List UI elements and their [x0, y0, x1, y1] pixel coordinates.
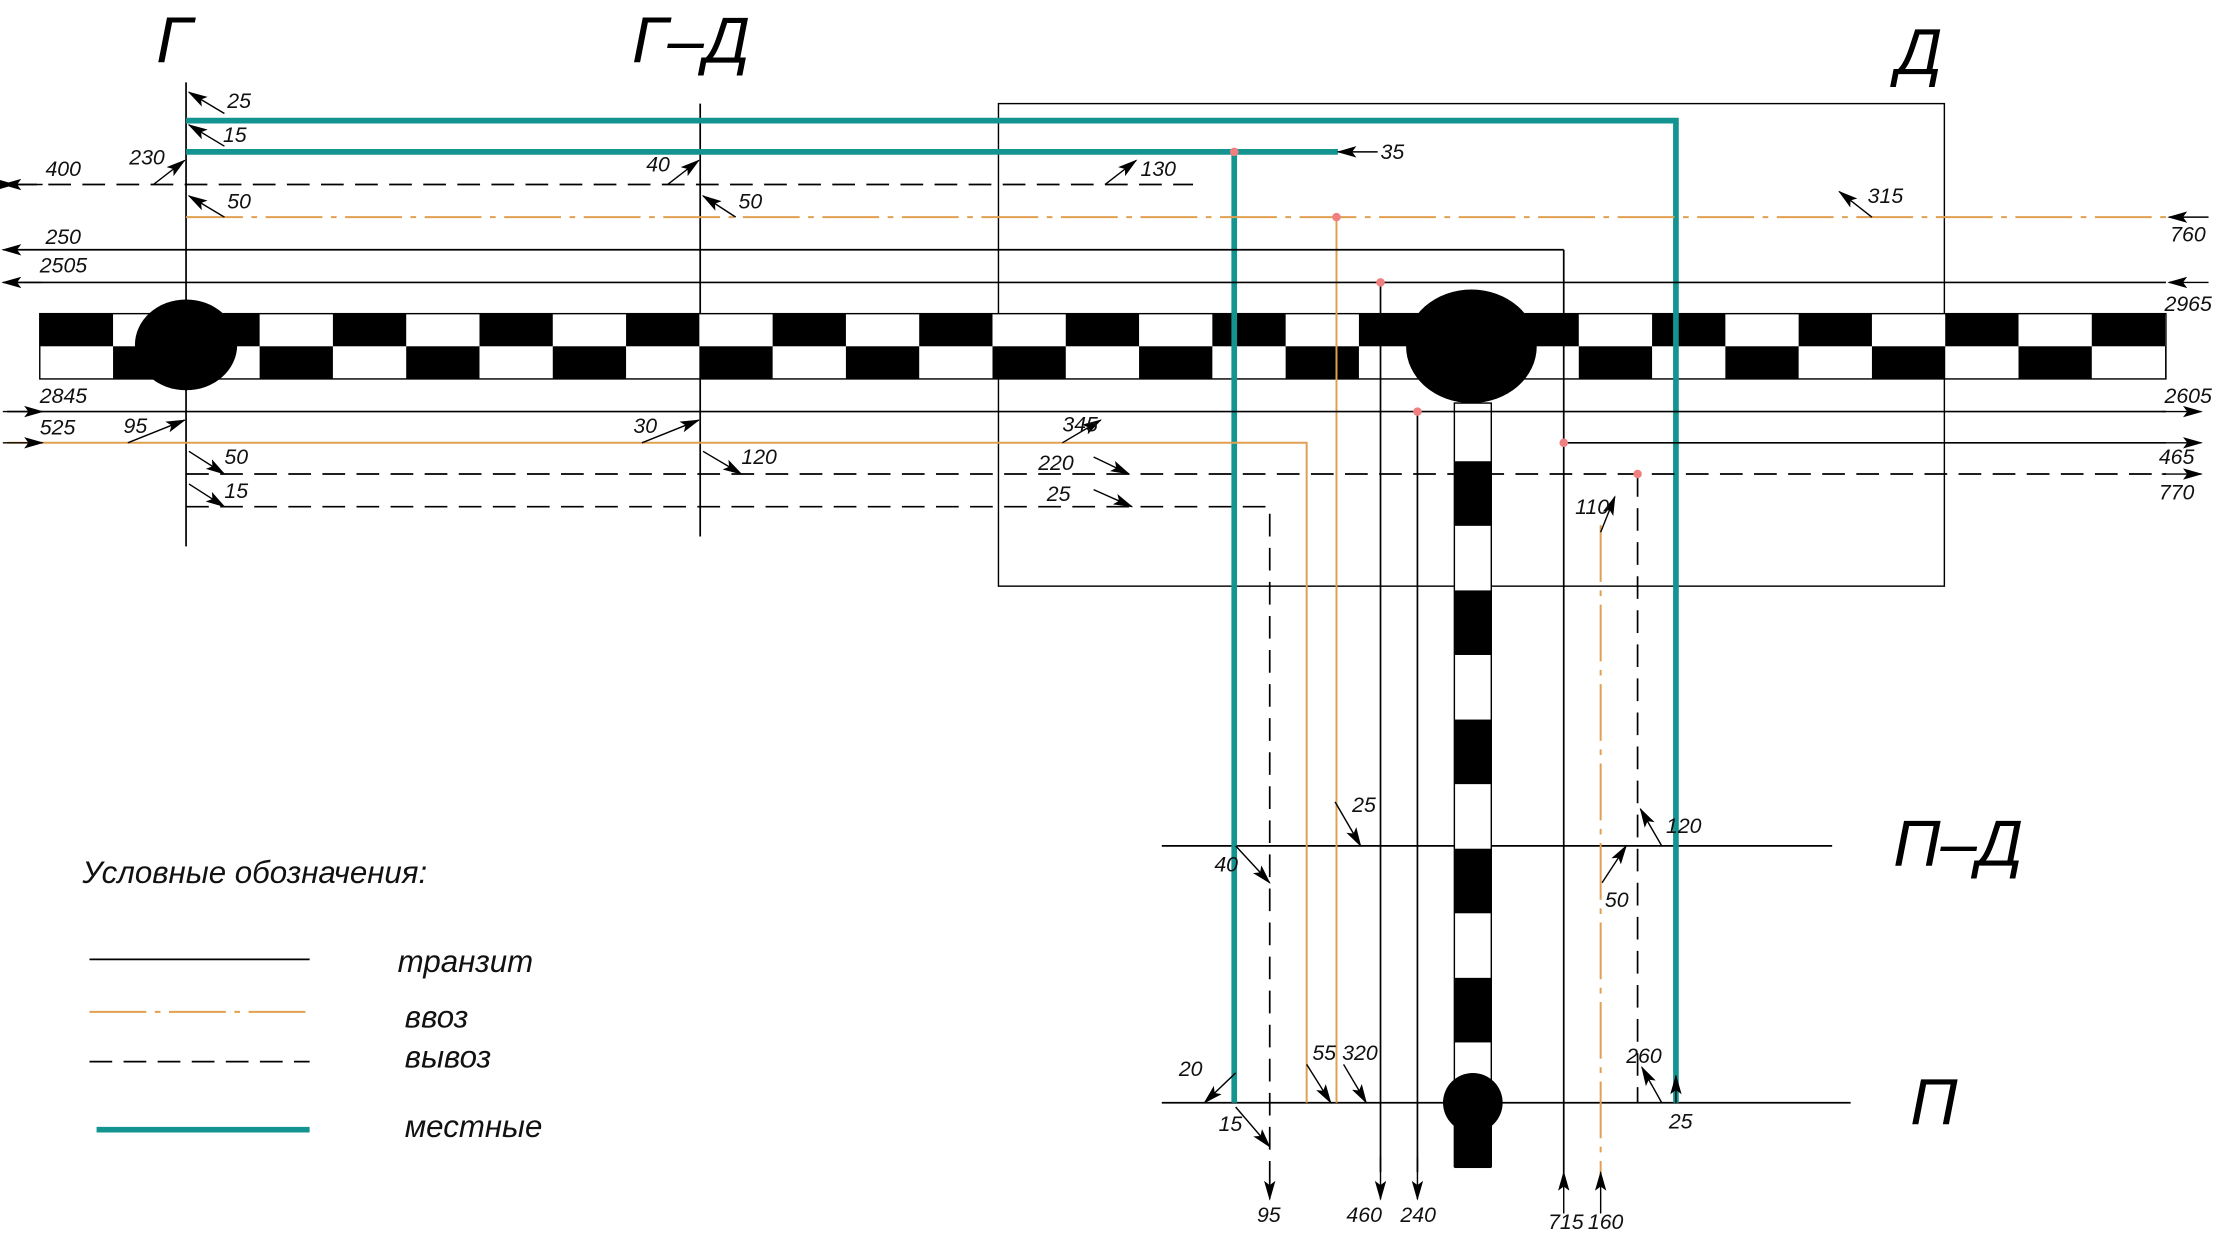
flow-label: 525 — [40, 415, 76, 439]
station-label-p: П — [1910, 1065, 1958, 1138]
flow-label: 400 — [45, 157, 81, 181]
flow-label: 25 — [1351, 793, 1376, 817]
legend-import-label: ввоз — [405, 1000, 468, 1035]
flow-label: 50 — [739, 190, 763, 214]
track-cell — [699, 346, 773, 379]
legend-export-label: вывоз — [405, 1039, 491, 1074]
station-label-g: Г — [156, 3, 196, 76]
legend: Условные обозначения: транзит ввоз вывоз… — [81, 855, 542, 1144]
flow-label: 95 — [1257, 1203, 1281, 1227]
flow-label: 250 — [44, 225, 81, 249]
station-label-pd: П–Д — [1893, 807, 2023, 880]
track-cell — [1454, 461, 1492, 526]
track-cell — [1652, 313, 1726, 347]
track-cell — [552, 346, 627, 379]
flow-label: 40 — [646, 153, 670, 177]
legend-title: Условные обозначения: — [81, 855, 427, 890]
track-cell — [919, 313, 993, 347]
track-cell — [1285, 346, 1359, 379]
track-cell — [1725, 346, 1799, 379]
track-cell — [1065, 313, 1140, 347]
flow-label: 25 — [1668, 1109, 1693, 1133]
flow-label: 460 — [1346, 1203, 1382, 1227]
import-flow-line — [7, 441, 1308, 1103]
track-cell — [332, 313, 407, 347]
flow-label: 230 — [128, 146, 165, 170]
track-cell — [626, 313, 700, 347]
flow-label: 2845 — [39, 384, 88, 408]
flow-label: 2605 — [2164, 384, 2213, 408]
flow-label: 110 — [1575, 495, 1609, 519]
local-flow-line — [186, 117, 1679, 1103]
track-cell — [1454, 977, 1492, 1043]
track-cell — [1454, 848, 1492, 914]
track-cell — [992, 346, 1066, 379]
junction-markers — [1229, 147, 1642, 479]
flow-label: 20 — [1178, 1057, 1203, 1081]
branch-track-band — [1443, 402, 1503, 1169]
flow-label: 50 — [1605, 888, 1629, 912]
flow-label: 240 — [1399, 1203, 1436, 1227]
flow-label: 2505 — [39, 254, 88, 278]
flow-label: 15 — [224, 479, 248, 503]
flow-label: 30 — [633, 414, 657, 438]
label-pointers — [127, 91, 1873, 1148]
track-cell — [2165, 346, 2166, 379]
flow-label: 345 — [1062, 412, 1098, 436]
flow-label: 25 — [226, 89, 251, 113]
track-cell — [1578, 346, 1653, 379]
track-cell — [772, 313, 846, 347]
flow-label: 55 — [1312, 1041, 1336, 1065]
main-track-band — [39, 289, 2167, 404]
track-cell — [259, 346, 333, 379]
flow-label: 15 — [223, 123, 247, 147]
flow-label: 25 — [1046, 482, 1071, 506]
flow-label: 320 — [1342, 1041, 1378, 1065]
flow-label: 465 — [2159, 445, 2195, 469]
flow-label: 315 — [1868, 184, 1904, 208]
track-cell — [1454, 719, 1492, 785]
track-cell — [845, 346, 920, 379]
legend-transit-label: транзит — [398, 944, 534, 979]
track-cell — [1454, 1102, 1492, 1169]
flow-label: 130 — [1140, 157, 1176, 181]
station-d-symbol — [1406, 289, 1537, 404]
track-cell — [1945, 313, 2019, 347]
flow-label: 120 — [741, 445, 777, 469]
track-cell — [2091, 313, 2166, 347]
flow-volume-labels: 25 15 230 400 40 130 35 50 50 315 760 25… — [39, 89, 2212, 1234]
flow-label: 160 — [1588, 1210, 1624, 1234]
flow-label: 120 — [1666, 814, 1702, 838]
flow-label: 50 — [224, 445, 248, 469]
track-cell — [39, 313, 114, 347]
flow-label: 770 — [2159, 481, 2195, 505]
track-cell — [1454, 590, 1492, 655]
flow-label: 35 — [1381, 140, 1405, 164]
track-cell — [1212, 313, 1286, 347]
track-cell — [1871, 346, 1946, 379]
flow-label: 220 — [1037, 451, 1074, 475]
flow-label: 260 — [1625, 1044, 1662, 1068]
flow-label: 40 — [1214, 852, 1238, 876]
track-cell — [479, 313, 553, 347]
flow-label: 95 — [124, 414, 148, 438]
station-g-symbol — [134, 299, 238, 391]
flow-label: 15 — [1219, 1112, 1243, 1136]
track-cell — [1798, 313, 1872, 347]
flow-label: 760 — [2170, 222, 2206, 246]
export-flow-line — [186, 505, 1271, 1186]
flow-label: 715 — [1548, 1210, 1584, 1234]
station-label-gd: Г–Д — [632, 3, 750, 76]
legend-local-label: местные — [405, 1109, 543, 1144]
track-cell — [1139, 346, 1213, 379]
track-cell — [406, 346, 480, 379]
flow-label: 50 — [227, 190, 251, 214]
track-cell — [2018, 346, 2092, 379]
flow-label: 2965 — [2164, 292, 2213, 316]
station-label-d: Д — [1889, 15, 1942, 88]
